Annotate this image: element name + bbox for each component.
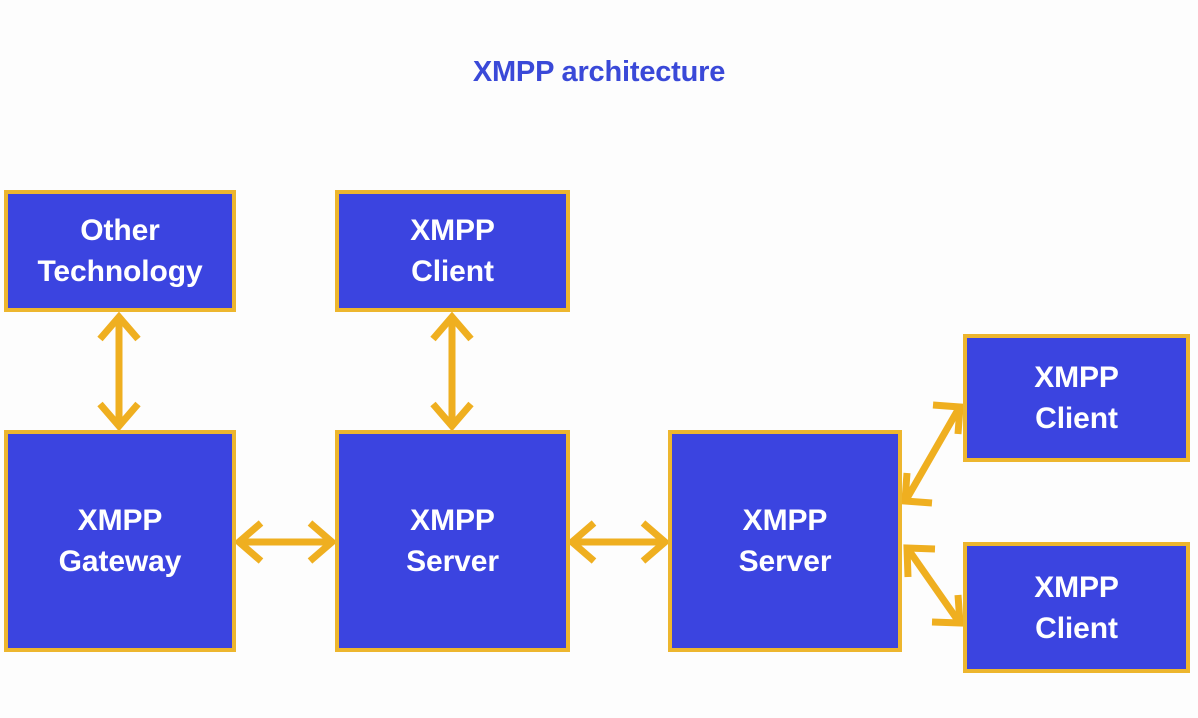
connector-xmpp-gateway-xmpp-server-1 xyxy=(233,520,338,564)
node-label: Other Technology xyxy=(37,214,203,288)
connector-xmpp-server-2-xmpp-client-right-top xyxy=(901,401,964,507)
node-label: XMPP Client xyxy=(1034,361,1119,435)
node-xmpp-gateway[interactable]: XMPP Gateway xyxy=(4,430,236,652)
connector-xmpp-server-1-xmpp-server-2 xyxy=(566,520,671,564)
connector-xmpp-client-top-xmpp-server-1 xyxy=(430,311,474,432)
connector-xmpp-server-2-xmpp-client-right-bottom xyxy=(903,544,964,627)
node-label: XMPP Gateway xyxy=(58,504,182,578)
node-xmpp-client-top[interactable]: XMPP Client xyxy=(335,190,570,312)
node-label: XMPP Client xyxy=(1034,570,1119,645)
node-xmpp-client-right-bottom[interactable]: XMPP Client xyxy=(963,542,1190,673)
page-title: XMPP architecture xyxy=(472,56,726,88)
node-label: XMPP Client xyxy=(410,214,495,288)
node-other-technology[interactable]: Other Technology xyxy=(4,190,236,312)
connector-other-technology-xmpp-gateway xyxy=(97,311,141,432)
node-label: XMPP Server xyxy=(406,504,499,578)
node-label: XMPP Server xyxy=(738,504,832,578)
node-xmpp-server-2[interactable]: XMPP Server xyxy=(668,430,902,652)
node-xmpp-client-right-top[interactable]: XMPP Client xyxy=(963,334,1190,462)
node-xmpp-server-1[interactable]: XMPP Server xyxy=(335,430,570,652)
